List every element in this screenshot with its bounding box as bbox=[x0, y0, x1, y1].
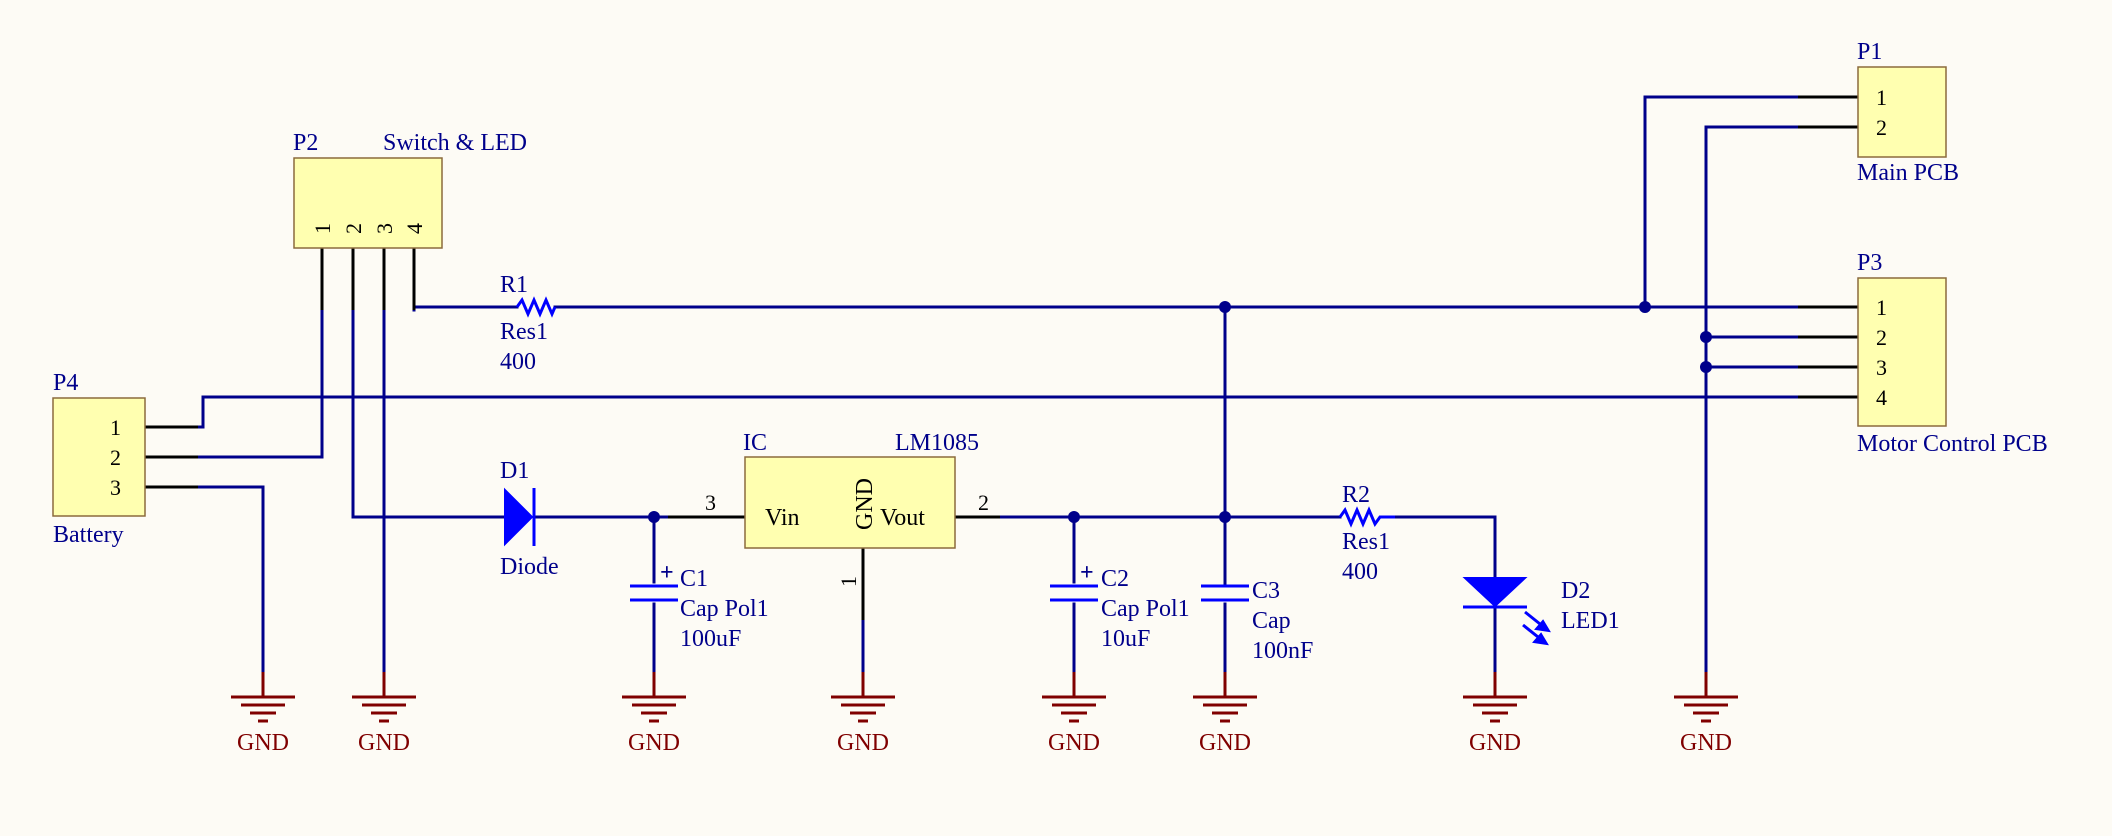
ground-icon: GND bbox=[831, 672, 895, 756]
ic-part: LM1085 bbox=[895, 430, 979, 456]
ground-icon: GND bbox=[1042, 672, 1106, 756]
ground-label: GND bbox=[237, 730, 289, 756]
led-d2: D2 LED1 bbox=[1462, 577, 1620, 646]
ground-symbols: GND GND GND GND GND GND GND GND bbox=[231, 672, 1738, 756]
resistor-r2: R2 Res1 400 bbox=[1338, 482, 1395, 585]
ground-label: GND bbox=[628, 730, 680, 756]
r2-ref: R2 bbox=[1342, 482, 1370, 508]
ground-label: GND bbox=[1680, 730, 1732, 756]
ground-icon: GND bbox=[1463, 672, 1527, 756]
r2-type: Res1 bbox=[1342, 529, 1390, 555]
p4-pin-2: 2 bbox=[110, 445, 121, 470]
p4-pin-1: 1 bbox=[110, 415, 121, 440]
connector-p2: P2 Switch & LED 1 2 3 4 bbox=[293, 130, 527, 249]
d2-ref: D2 bbox=[1561, 578, 1590, 604]
capacitor-c3: C3 Cap 100nF bbox=[1201, 578, 1313, 664]
r1-type: Res1 bbox=[500, 319, 548, 345]
ic-vin-label: Vin bbox=[765, 505, 800, 531]
p4-pin-3: 3 bbox=[110, 475, 121, 500]
ground-icon: GND bbox=[622, 672, 686, 756]
r1-value: 400 bbox=[500, 349, 536, 375]
ic-vout-label: Vout bbox=[880, 505, 925, 531]
c2-type: Cap Pol1 bbox=[1101, 596, 1190, 622]
light-emission-icon bbox=[1522, 610, 1551, 646]
c3-value: 100nF bbox=[1252, 638, 1313, 664]
c1-ref: C1 bbox=[680, 566, 708, 592]
p4-ref: P4 bbox=[53, 370, 78, 396]
ground-icon: GND bbox=[352, 672, 416, 756]
resistor-r1: R1 Res1 400 bbox=[500, 272, 557, 375]
capacitor-c1: + C1 Cap Pol1 100uF bbox=[630, 560, 769, 652]
r2-value: 400 bbox=[1342, 559, 1378, 585]
regulator-ic: IC LM1085 3 2 1 Vin Vout GND bbox=[705, 430, 989, 587]
c3-type: Cap bbox=[1252, 608, 1291, 634]
d2-type: LED1 bbox=[1561, 608, 1620, 634]
connector-p4: P4 Battery 1 2 3 bbox=[52, 370, 146, 548]
r1-ref: R1 bbox=[500, 272, 528, 298]
ic-ref: IC bbox=[743, 430, 767, 456]
p1-pin-1: 1 bbox=[1876, 85, 1887, 110]
ground-label: GND bbox=[1048, 730, 1100, 756]
pin-leads bbox=[145, 95, 1858, 620]
d1-ref: D1 bbox=[500, 458, 529, 484]
connector-p3: P3 Motor Control PCB 1 2 3 4 bbox=[1857, 250, 2048, 457]
d1-type: Diode bbox=[500, 554, 559, 580]
ic-gnd-label: GND bbox=[852, 478, 878, 530]
p3-pin-2: 2 bbox=[1876, 325, 1887, 350]
p3-ref: P3 bbox=[1857, 250, 1882, 276]
p4-name: Battery bbox=[53, 522, 124, 548]
ic-pin-gnd: 1 bbox=[836, 576, 861, 587]
c1-value: 100uF bbox=[680, 626, 741, 652]
ground-icon: GND bbox=[231, 672, 295, 756]
p1-name: Main PCB bbox=[1857, 160, 1959, 186]
p2-ref: P2 bbox=[293, 130, 318, 156]
p1-ref: P1 bbox=[1857, 39, 1882, 65]
c2-ref: C2 bbox=[1101, 566, 1129, 592]
capacitor-c2: + C2 Cap Pol1 10uF bbox=[1050, 560, 1190, 652]
junctions bbox=[648, 301, 1712, 523]
c2-polarity: + bbox=[1080, 560, 1094, 586]
p3-pin-1: 1 bbox=[1876, 295, 1887, 320]
c1-polarity: + bbox=[660, 560, 674, 586]
p1-pin-2: 2 bbox=[1876, 115, 1887, 140]
p3-pin-3: 3 bbox=[1876, 355, 1887, 380]
ground-icon: GND bbox=[1193, 672, 1257, 756]
ground-label: GND bbox=[1469, 730, 1521, 756]
c1-type: Cap Pol1 bbox=[680, 596, 769, 622]
ic-pin-in: 3 bbox=[705, 490, 716, 515]
ic-pin-out: 2 bbox=[978, 490, 989, 515]
diode-d1: D1 Diode bbox=[500, 458, 559, 580]
ground-icon: GND bbox=[1674, 672, 1738, 756]
p2-pin-4: 4 bbox=[402, 223, 427, 234]
p2-pin-1: 1 bbox=[310, 223, 335, 234]
p3-name: Motor Control PCB bbox=[1857, 431, 2048, 457]
p2-name: Switch & LED bbox=[383, 130, 527, 156]
p3-pin-4: 4 bbox=[1876, 385, 1887, 410]
c3-ref: C3 bbox=[1252, 578, 1280, 604]
ground-label: GND bbox=[837, 730, 889, 756]
p2-pin-3: 3 bbox=[372, 223, 397, 234]
connector-p1: P1 Main PCB 1 2 bbox=[1857, 39, 1959, 186]
c2-value: 10uF bbox=[1101, 626, 1150, 652]
p2-pin-2: 2 bbox=[341, 223, 366, 234]
ground-label: GND bbox=[358, 730, 410, 756]
ground-label: GND bbox=[1199, 730, 1251, 756]
